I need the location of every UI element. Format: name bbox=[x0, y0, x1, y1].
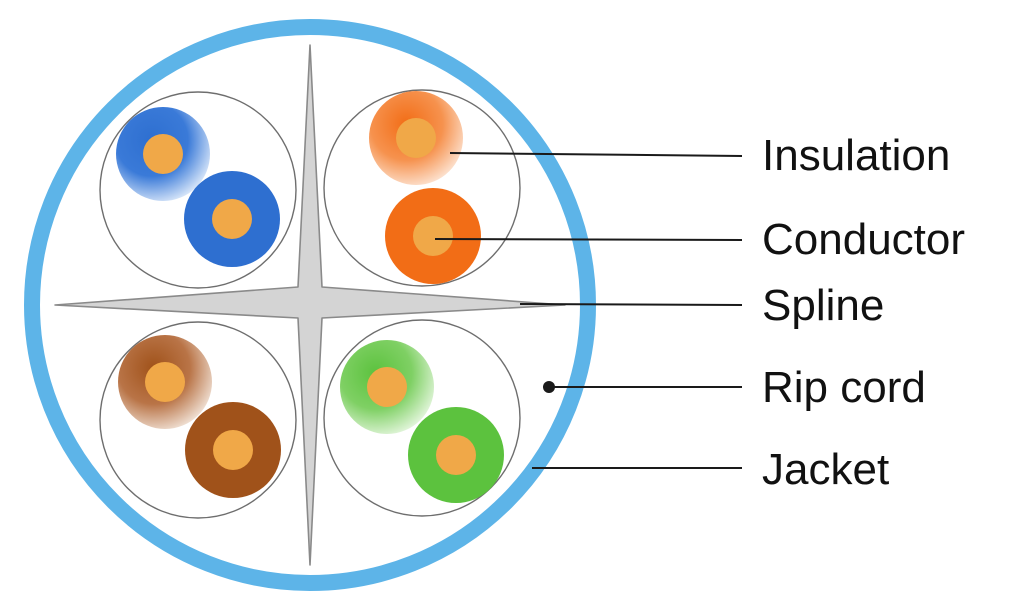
conductor bbox=[145, 362, 185, 402]
insulation-leader-line bbox=[449, 152, 743, 157]
spline-label: Spline bbox=[762, 281, 884, 330]
spline bbox=[54, 44, 566, 566]
conductor-leader-line bbox=[434, 238, 743, 241]
conductor bbox=[436, 435, 476, 475]
insulation-label: Insulation bbox=[762, 131, 950, 180]
jacket-label: Jacket bbox=[762, 445, 889, 494]
spline-leader-line bbox=[519, 303, 743, 306]
pair-green bbox=[323, 319, 521, 517]
pair-blue bbox=[99, 91, 297, 289]
conductor bbox=[413, 216, 453, 256]
conductor bbox=[396, 118, 436, 158]
rip-cord-label: Rip cord bbox=[762, 363, 926, 412]
conductor bbox=[367, 367, 407, 407]
conductor bbox=[213, 430, 253, 470]
conductor bbox=[143, 134, 183, 174]
conductor-label: Conductor bbox=[762, 215, 965, 264]
pair-orange bbox=[323, 89, 521, 287]
conductor bbox=[212, 199, 252, 239]
pair-brown bbox=[99, 321, 297, 519]
